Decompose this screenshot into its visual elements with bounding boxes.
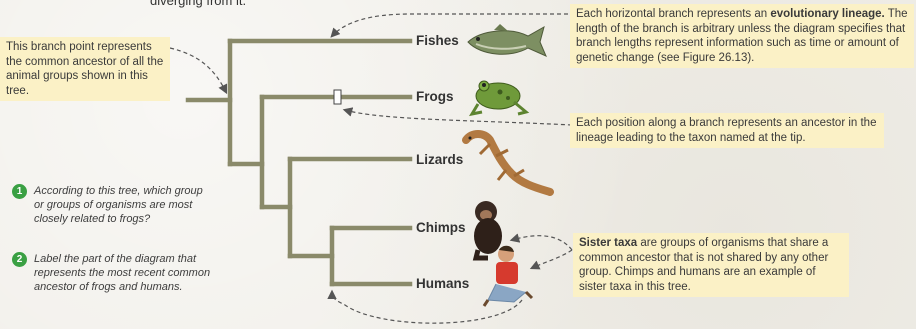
taxon-chimps: Chimps — [416, 220, 466, 235]
callout-lineage: Each horizontal branch represents an evo… — [570, 4, 914, 68]
position-marker — [334, 90, 341, 104]
callout-sister-bold: Sister taxa — [579, 237, 637, 249]
leader-sister-humans — [532, 250, 572, 268]
lizard-icon — [466, 134, 550, 192]
taxon-fishes: Fishes — [416, 33, 459, 48]
fish-icon — [468, 24, 546, 56]
callout-lineage-lead: Each horizontal branch represents an — [576, 8, 770, 20]
question-1-badge: 1 — [12, 184, 27, 199]
tree-branches — [188, 41, 410, 284]
leader-position — [345, 110, 572, 125]
callout-position: Each position along a branch represents … — [570, 113, 884, 148]
taxon-frogs: Frogs — [416, 89, 454, 104]
chimp-icon — [474, 201, 502, 258]
callout-sister-taxa: Sister taxa are groups of organisms that… — [573, 233, 849, 297]
question-1-text: According to this tree, which group or g… — [34, 184, 204, 226]
human-icon — [484, 246, 532, 306]
callout-branch-point: This branch point represents the common … — [0, 37, 170, 101]
taxon-humans: Humans — [416, 276, 469, 291]
leader-branch-point — [170, 48, 226, 92]
question-2-text: Label the part of the diagram that repre… — [34, 252, 214, 294]
taxon-lizards: Lizards — [416, 152, 463, 167]
frog-icon — [472, 81, 526, 114]
leader-sister-chimps — [512, 236, 572, 250]
question-2-badge: 2 — [12, 252, 27, 267]
callout-lineage-bold: evolutionary lineage. — [770, 8, 884, 20]
